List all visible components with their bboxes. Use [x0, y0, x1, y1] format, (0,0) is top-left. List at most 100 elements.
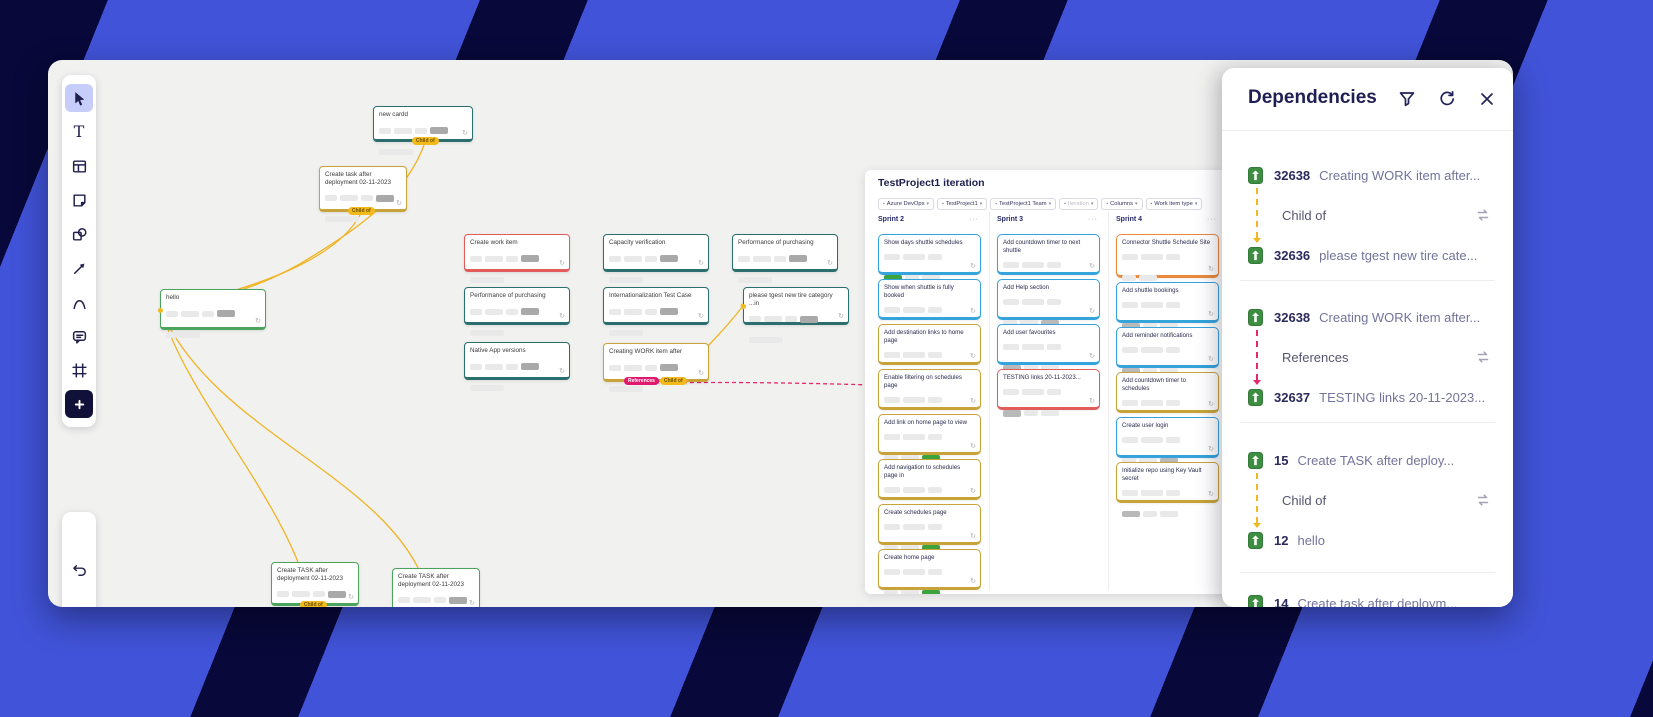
placeholder-row [609, 303, 703, 321]
filter-chip[interactable]: ▪Iteration▾ [1059, 198, 1099, 210]
text-placeholder [1047, 344, 1061, 351]
tool-frame[interactable] [65, 356, 93, 384]
canvas-card[interactable]: please tgest new tire category ...in↻ [741, 287, 849, 344]
column-menu[interactable]: ··· [1207, 216, 1217, 223]
board-card[interactable]: Create schedules page↻ [878, 504, 981, 552]
sync-icon: ↻ [838, 313, 844, 320]
board-card[interactable]: Create home page↻ [878, 549, 981, 594]
text-placeholder [609, 329, 643, 336]
board-card[interactable]: Enable filtering on schedules page↻ [878, 369, 981, 425]
board-card[interactable]: Add shuttle bookings↻ [1116, 282, 1219, 330]
text-placeholder [1022, 261, 1044, 268]
text-placeholder [398, 597, 410, 604]
canvas-card-title: Performance of purchasing [470, 292, 546, 299]
tool-comment[interactable] [65, 322, 93, 350]
placeholder-row [884, 249, 975, 267]
arrowhead [1253, 523, 1261, 528]
text-placeholder [470, 384, 504, 391]
text-placeholder [903, 434, 925, 441]
work-item-icon [1248, 531, 1263, 549]
placeholder-row [749, 332, 843, 350]
tool-undo[interactable] [65, 554, 93, 582]
canvas-card[interactable]: Performance of purchasing↻ [732, 234, 838, 283]
board-card[interactable]: Add user favourites↻ [997, 324, 1100, 372]
connector-child-of[interactable] [161, 311, 432, 607]
text-placeholder [325, 216, 359, 223]
refresh-icon[interactable] [1438, 90, 1456, 108]
canvas-card[interactable]: Performance of purchasing↻ [464, 287, 570, 336]
board-card[interactable]: Add reminder notifications↻ [1116, 327, 1219, 375]
sync-icon: ↻ [970, 488, 976, 495]
canvas[interactable]: new cardd↻Child of Create task after depl… [48, 60, 1513, 607]
tool-shapes[interactable] [65, 220, 93, 248]
board-card[interactable]: TESTING links 20-11-2023...↻ [997, 369, 1100, 417]
tool-pen[interactable] [65, 288, 93, 316]
board-card[interactable]: Create user login↻ [1116, 417, 1219, 465]
column-menu[interactable]: ··· [1088, 216, 1098, 223]
swap-direction-icon[interactable] [1475, 207, 1491, 223]
canvas-card[interactable]: Native App versions↻ [464, 342, 570, 391]
text-placeholder [1003, 299, 1019, 306]
connector-child-of[interactable] [161, 311, 311, 603]
placeholder-row [738, 250, 832, 268]
text-placeholder [1139, 458, 1157, 465]
column-menu[interactable]: ··· [969, 216, 979, 223]
tool-select[interactable] [65, 84, 93, 112]
close-icon[interactable] [1478, 90, 1496, 108]
swap-direction-icon[interactable] [1475, 349, 1491, 365]
board-card-title: Create home page [884, 554, 935, 561]
board-card[interactable]: Initialize repo using Key Vault secret↻ [1116, 462, 1219, 518]
work-item-id: 14 [1274, 595, 1289, 608]
tool-text[interactable]: T [65, 118, 93, 146]
board-card[interactable]: Add destination links to home page↻ [878, 324, 981, 380]
work-item-icon [1248, 166, 1263, 184]
filter-chip[interactable]: ▪Columns▾ [1101, 198, 1143, 210]
tool-table[interactable] [65, 152, 93, 180]
status-badge [922, 545, 940, 552]
sync-icon: ↻ [396, 200, 402, 207]
swap-direction-icon[interactable] [1475, 492, 1491, 508]
canvas-card[interactable]: Create TASK after deployment 02-11-2023↻… [271, 562, 359, 607]
tool-sticky-note[interactable] [65, 186, 93, 214]
canvas-card[interactable]: hello↻ [158, 289, 266, 338]
board-card[interactable]: Add navigation to schedules page in↻ [878, 459, 981, 515]
placeholder-row [884, 429, 975, 447]
canvas-card[interactable]: Create work item↻ [464, 234, 570, 283]
canvas-card[interactable]: Create task after deployment 02-11-2023↻… [319, 166, 407, 223]
tool-arrow[interactable] [65, 254, 93, 282]
canvas-card-title: hello [166, 294, 180, 301]
board-card[interactable]: Add link on home page to view↻ [878, 414, 981, 462]
board-card-title: Add link on home page to view [884, 419, 967, 426]
board-card[interactable]: Add countdown timer to next shuttle↻ [997, 234, 1100, 290]
filter-chip[interactable]: ▪TestProject1 Team▾ [990, 198, 1057, 210]
canvas-card[interactable]: Internationalization Test Case↻ [603, 287, 709, 336]
canvas-card[interactable]: new cardd↻Child of [373, 106, 473, 155]
canvas-card[interactable]: Capacity verification↻ [603, 234, 709, 283]
text-placeholder [1141, 399, 1163, 406]
text-placeholder [928, 524, 942, 531]
board-card[interactable]: Add Help section↻ [997, 279, 1100, 327]
placeholder-row [470, 271, 564, 289]
board-card[interactable]: Show days shuttle schedules↻ [878, 234, 981, 282]
canvas-card[interactable]: Create TASK after deployment 02-11-2023↻… [392, 568, 480, 607]
text-placeholder [609, 385, 643, 392]
board-card[interactable]: Show when shuttle is fully booked↻ [878, 279, 981, 335]
filter-chip[interactable]: ▪Work item type▾ [1145, 198, 1203, 210]
filter-icon[interactable] [1398, 90, 1416, 108]
board-card[interactable]: Add countdown timer to schedules↻ [1116, 372, 1219, 427]
tool-redo[interactable] [65, 598, 93, 607]
tool-add[interactable] [65, 390, 93, 418]
board-card-title: Add Help section [1003, 284, 1050, 291]
undo-icon [71, 560, 88, 577]
filter-chip[interactable]: ▪Azure DevOps▾ [878, 198, 934, 210]
board-card[interactable]: Connector Shuttle Schedule Site↻ [1116, 234, 1219, 282]
filter-chip[interactable]: ▪TestProject1▾ [937, 198, 988, 210]
